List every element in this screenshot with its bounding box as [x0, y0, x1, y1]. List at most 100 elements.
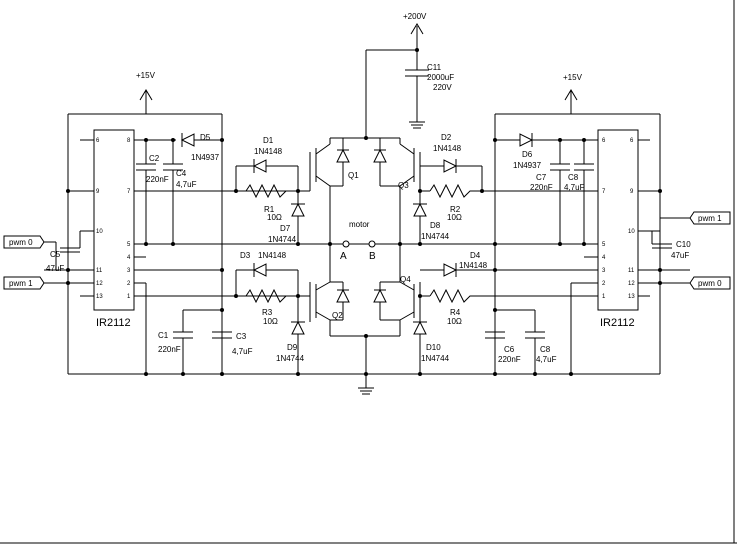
left-lowside-caps — [145, 283, 232, 374]
q1-igbt — [309, 137, 366, 282]
svg-text:1: 1 — [602, 294, 606, 300]
label-d4: D4 — [470, 251, 481, 260]
label-pwm-left-0: pwm 0 — [9, 238, 33, 247]
label-q1: Q1 — [348, 171, 359, 180]
junction-dots — [66, 48, 662, 376]
ic-right: 6 7 5 4 3 2 1 6 9 10 11 12 13 — [571, 129, 690, 311]
svg-text:11: 11 — [96, 268, 103, 274]
label-d7: D7 — [280, 224, 291, 233]
label-c10: C10 — [676, 240, 691, 249]
label-c11-volt: 220V — [433, 83, 452, 92]
label-d5: D5 — [200, 133, 211, 142]
svg-text:9: 9 — [630, 189, 634, 195]
label-c4: C4 — [176, 169, 187, 178]
label-c3: C3 — [236, 332, 247, 341]
label-q2: Q2 — [332, 311, 343, 320]
label-motor: motor — [349, 220, 370, 229]
svg-text:6: 6 — [630, 138, 634, 144]
label-c1: C1 — [158, 331, 169, 340]
pwm-tag-left-1 — [3, 276, 45, 290]
label-d5-part: 1N4937 — [191, 153, 220, 162]
label-pwm-right-0: pwm 0 — [698, 279, 722, 288]
label-c6: C6 — [504, 345, 515, 354]
svg-text:12: 12 — [96, 281, 103, 287]
label-d10: D10 — [426, 343, 441, 352]
q2-igbt — [309, 281, 400, 337]
label-c11-val: 2000uF — [427, 73, 454, 82]
label-d7-part: 1N4744 — [268, 235, 297, 244]
label-r1-val: 10Ω — [267, 213, 282, 222]
label-r3: R3 — [262, 308, 273, 317]
svg-text:3: 3 — [602, 268, 606, 274]
label-q4: Q4 — [400, 275, 411, 284]
label-d9: D9 — [287, 343, 298, 352]
label-c2-val: 220nF — [146, 175, 169, 184]
label-terminal-b: B — [369, 251, 376, 262]
label-ic-left: IR2112 — [96, 317, 131, 329]
svg-text:7: 7 — [602, 189, 606, 195]
label-ic-right: IR2112 — [600, 317, 635, 329]
svg-text:4: 4 — [127, 255, 131, 261]
label-r4: R4 — [450, 308, 461, 317]
labels: +200V +15V +15V C11 2000uF 220V D5 1N493… — [9, 12, 722, 364]
label-r2: R2 — [450, 205, 461, 214]
label-r4-val: 10Ω — [447, 317, 462, 326]
label-r3-val: 10Ω — [263, 317, 278, 326]
motor-terminals — [330, 240, 400, 248]
label-15v-right: +15V — [563, 73, 583, 82]
supply-15v-right — [495, 89, 660, 115]
label-c5-val: 47uF — [46, 264, 64, 273]
svg-text:3: 3 — [127, 268, 131, 274]
right-bootstrap — [495, 133, 598, 245]
svg-text:1: 1 — [127, 294, 131, 300]
label-d2-part: 1N4148 — [433, 144, 462, 153]
c5-capacitor — [60, 231, 81, 374]
label-pwm-left-1: pwm 1 — [9, 279, 33, 288]
label-c1-val: 220nF — [158, 345, 181, 354]
label-pwm-right-1: pwm 1 — [698, 214, 722, 223]
label-r1: R1 — [264, 205, 275, 214]
label-d10-part: 1N4744 — [421, 354, 450, 363]
label-c8: C8 — [568, 173, 579, 182]
label-200v: +200V — [403, 12, 427, 21]
label-c6-val: 220nF — [498, 355, 521, 364]
label-d6: D6 — [522, 150, 533, 159]
label-q3: Q3 — [398, 181, 409, 190]
svg-text:11: 11 — [628, 268, 635, 274]
svg-text:10: 10 — [96, 229, 103, 235]
label-d1: D1 — [263, 136, 274, 145]
svg-text:5: 5 — [127, 242, 131, 248]
left-high-gate-network — [235, 159, 305, 244]
label-c3-val: 4,7uF — [232, 347, 253, 356]
svg-text:8: 8 — [127, 138, 131, 144]
supply-200v — [365, 23, 429, 138]
label-c11: C11 — [427, 63, 442, 72]
right-lowside-caps — [485, 283, 572, 374]
supply-15v-left — [68, 89, 222, 115]
label-d1-part: 1N4148 — [254, 147, 283, 156]
ic-left: 8 7 5 4 3 2 1 6 9 10 11 12 13 — [44, 129, 495, 311]
svg-text:6: 6 — [602, 138, 606, 144]
q3-igbt — [366, 137, 421, 282]
pwm-tag-left-0 — [3, 235, 57, 271]
label-c2: C2 — [149, 154, 160, 163]
svg-text:4: 4 — [602, 255, 606, 261]
left-low-gate-network — [235, 263, 305, 374]
svg-text:13: 13 — [628, 294, 635, 300]
label-d8: D8 — [430, 221, 441, 230]
svg-text:9: 9 — [96, 189, 100, 195]
q4-igbt — [365, 281, 421, 374]
label-d9-part: 1N4744 — [276, 354, 305, 363]
svg-text:6: 6 — [96, 138, 100, 144]
label-d3-part: 1N4148 — [258, 251, 287, 260]
label-d8-part: 1N4744 — [421, 232, 450, 241]
label-d6-part: 1N4937 — [513, 161, 542, 170]
label-d4-part: 1N4148 — [459, 261, 488, 270]
svg-text:2: 2 — [127, 281, 131, 287]
pwm-tag-right-1 — [689, 211, 731, 225]
right-low-gate-network — [413, 263, 598, 374]
svg-text:13: 13 — [96, 294, 103, 300]
label-15v-left: +15V — [136, 71, 156, 80]
label-terminal-a: A — [340, 251, 347, 262]
